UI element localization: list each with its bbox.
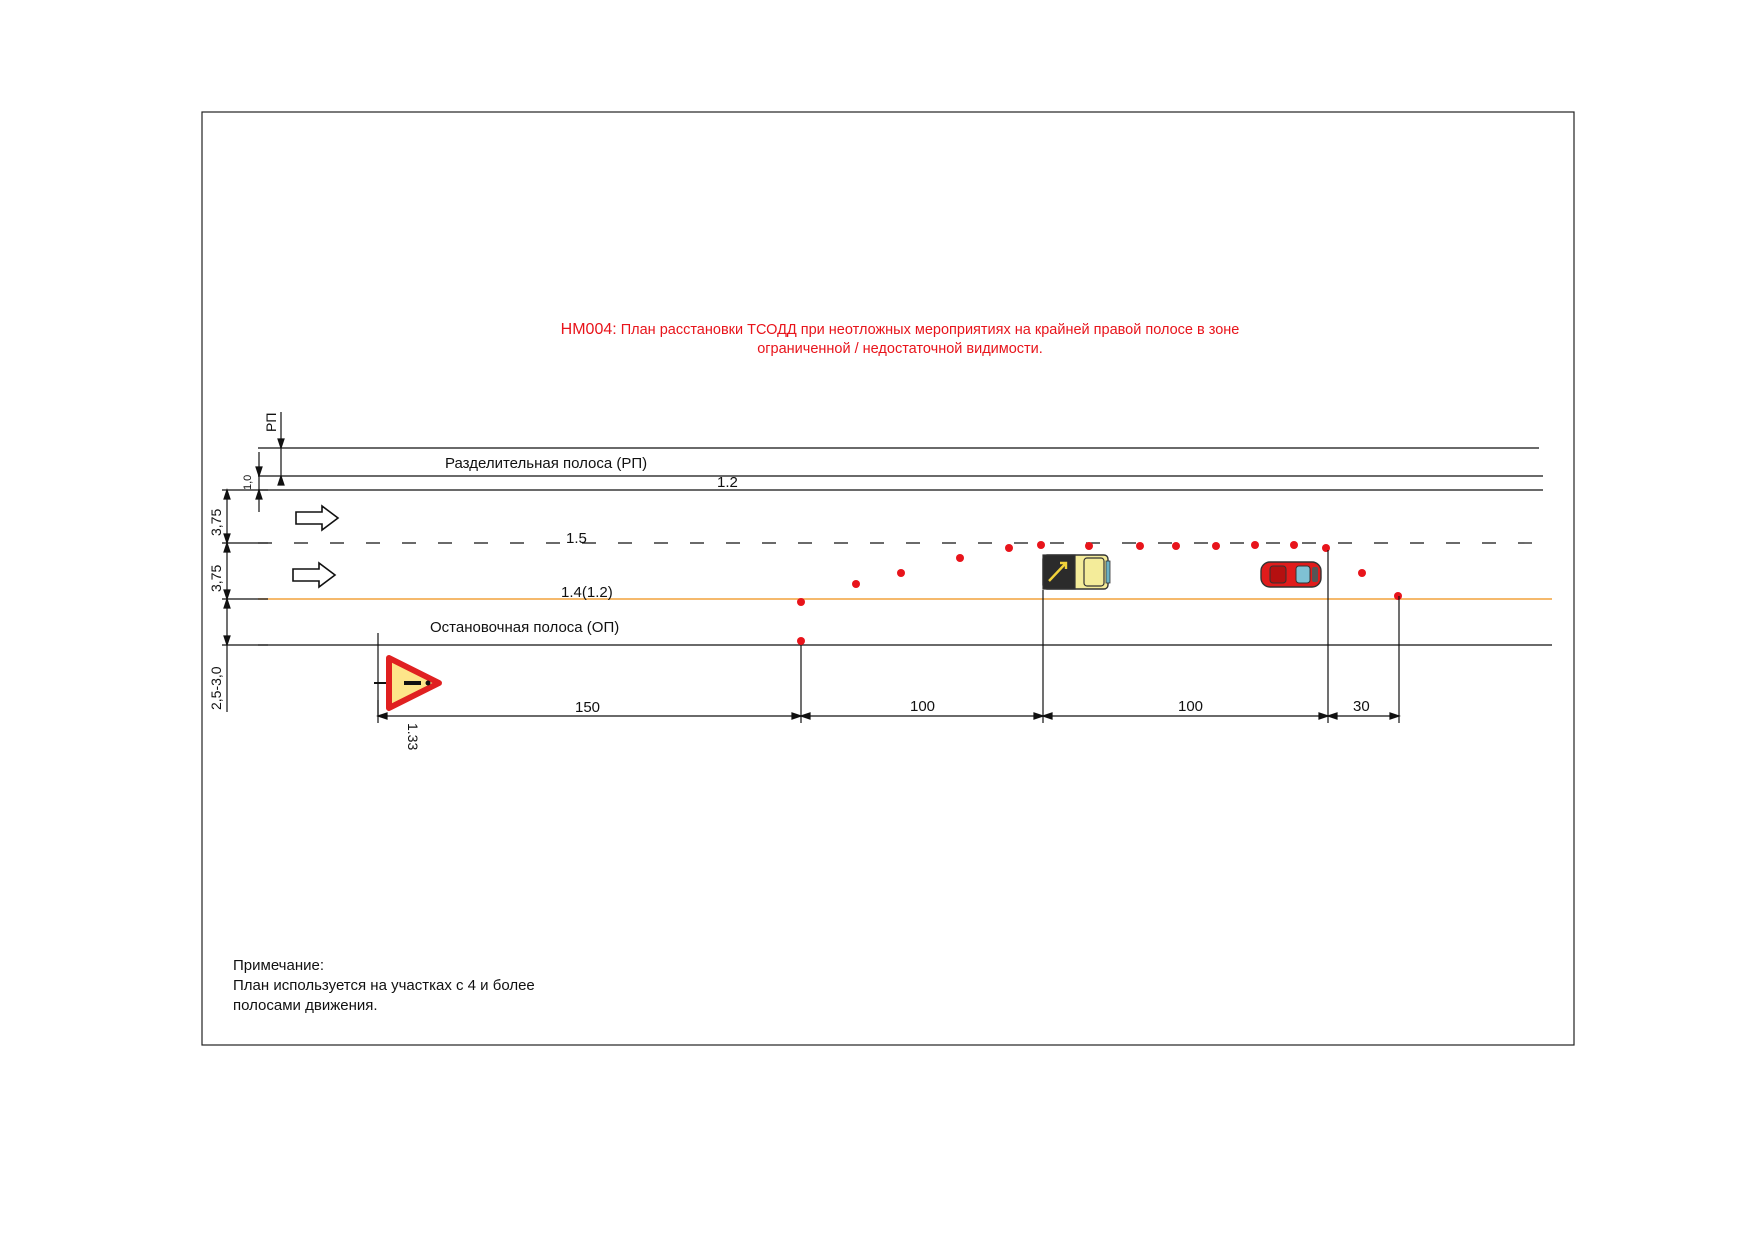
lane2-width-label: 3,75	[208, 564, 224, 592]
cone	[1037, 541, 1045, 549]
cone	[1172, 542, 1180, 550]
distance-label: 150	[575, 699, 601, 716]
cone	[1290, 541, 1298, 549]
distance-label: 100	[910, 698, 936, 715]
plan-code: НМ004:	[560, 321, 617, 338]
distance-dimension-line	[376, 712, 1401, 720]
distance-extension-lines	[377, 550, 1400, 723]
median-offset-label: 1,0	[242, 474, 254, 490]
cone	[1005, 544, 1013, 552]
marking-1-4-label: 1.4(1.2)	[561, 584, 613, 601]
width-dimension-chain	[222, 412, 285, 712]
drawing-frame	[201, 111, 1575, 1046]
road-lines	[258, 447, 1552, 646]
service-truck	[1042, 554, 1111, 590]
cone	[1358, 569, 1366, 577]
distance-label: 100	[1178, 698, 1204, 715]
cone	[956, 554, 964, 562]
distance-label: 30	[1353, 698, 1370, 715]
cone	[1136, 542, 1144, 550]
cone	[1085, 542, 1093, 550]
lane1-width-label: 3,75	[208, 508, 224, 536]
red-car	[1260, 561, 1322, 588]
plan-title: НМ004: План расстановки ТСОДД при неотло…	[400, 320, 1400, 359]
note-heading: Примечание:	[233, 957, 324, 974]
cone	[797, 598, 805, 606]
cone	[897, 569, 905, 577]
sign-code-label: 1.33	[405, 723, 421, 751]
traffic-direction-arrow-lane1	[295, 504, 340, 532]
cone	[1251, 541, 1259, 549]
median-abbr-label: РП	[263, 412, 279, 432]
note-block: Примечание: План используется на участка…	[233, 956, 535, 1016]
note-line1: План используется на участках с 4 и боле…	[233, 977, 535, 994]
plan-title-line2: ограниченной / недостаточной видимости.	[757, 341, 1043, 357]
cone	[1212, 542, 1220, 550]
cone	[1394, 592, 1402, 600]
cone	[797, 637, 805, 645]
plan-title-line1: План расстановки ТСОДД при неотложных ме…	[620, 322, 1240, 338]
shoulder-width-label: 2,5-3,0	[208, 666, 224, 710]
cone	[1322, 544, 1330, 552]
shoulder-label: Остановочная полоса (ОП)	[430, 619, 620, 636]
median-label: Разделительная полоса (РП)	[445, 455, 648, 472]
note-line2: полосами движения.	[233, 997, 378, 1014]
marking-1-2-label: 1.2	[717, 474, 738, 491]
traffic-direction-arrow-lane2	[292, 561, 337, 589]
cone	[852, 580, 860, 588]
traffic-cones	[797, 541, 1402, 645]
marking-1-5-label: 1.5	[566, 530, 587, 547]
